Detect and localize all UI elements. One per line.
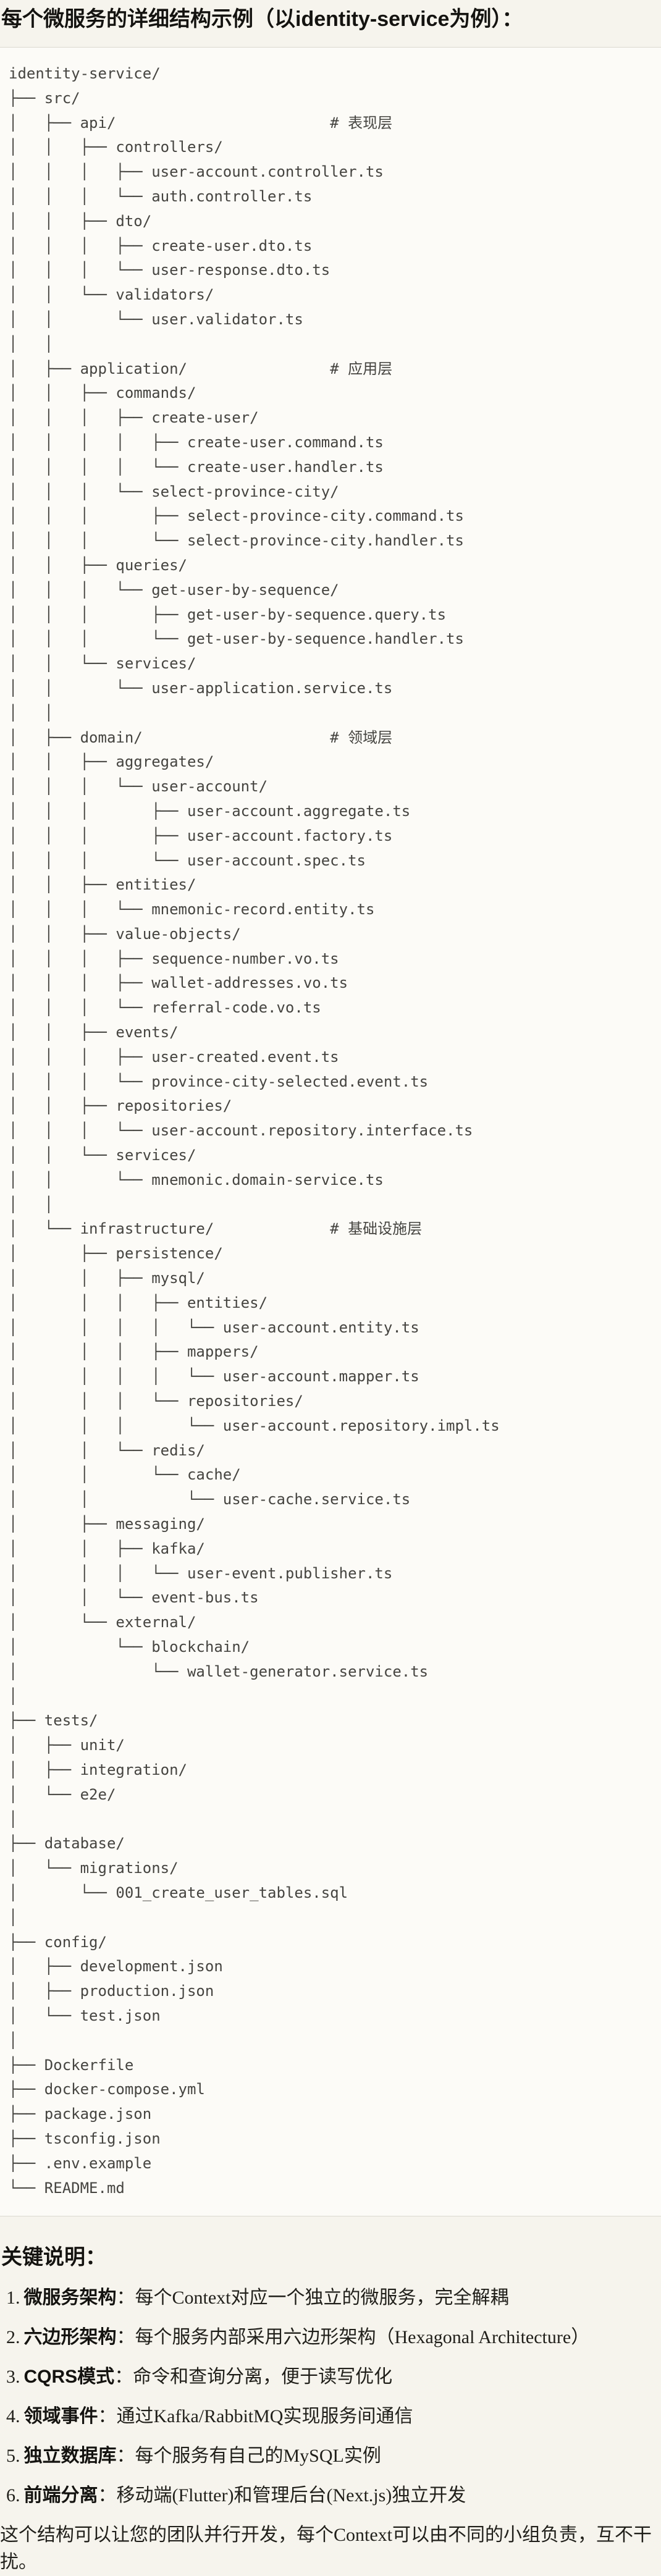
note-desc: ：命令和查询分离，便于读写优化 xyxy=(114,2367,393,2388)
note-number: 6. xyxy=(6,2485,20,2506)
key-note-item: 6.前端分离：移动端(Flutter)和管理后台(Next.js)独立开发 xyxy=(6,2482,661,2509)
page-title: 每个微服务的详细结构示例（以identity-service为例）： xyxy=(1,7,523,31)
key-note-item: 5.独立数据库：每个服务有自己的MySQL实例 xyxy=(6,2443,661,2470)
note-number: 5. xyxy=(6,2446,20,2467)
note-number: 1. xyxy=(6,2288,20,2309)
key-note-item: 1.微服务架构：每个Context对应一个独立的微服务，完全解耦 xyxy=(6,2284,661,2312)
note-desc: ：移动端(Flutter)和管理后台(Next.js)独立开发 xyxy=(98,2485,466,2506)
note-number: 3. xyxy=(6,2367,20,2388)
key-note-item: 4.领域事件：通过Kafka/RabbitMQ实现服务间通信 xyxy=(6,2403,661,2430)
notes-heading: 关键说明： xyxy=(1,2246,106,2270)
note-number: 2. xyxy=(6,2327,20,2348)
note-term: 前端分离 xyxy=(23,2485,98,2506)
note-term: 独立数据库 xyxy=(23,2446,117,2467)
note-term: CQRS模式 xyxy=(23,2367,115,2388)
note-number: 4. xyxy=(6,2406,20,2427)
note-term: 六边形架构 xyxy=(23,2327,117,2348)
key-notes-list: 1.微服务架构：每个Context对应一个独立的微服务，完全解耦 2.六边形架构… xyxy=(0,2284,661,2509)
note-term: 微服务架构 xyxy=(23,2288,117,2309)
note-desc: ：每个服务有自己的MySQL实例 xyxy=(116,2446,381,2467)
key-note-item: 2.六边形架构：每个服务内部采用六边形架构（Hexagonal Architec… xyxy=(6,2324,661,2351)
note-desc: ：通过Kafka/RabbitMQ实现服务间通信 xyxy=(98,2406,413,2427)
directory-tree: identity-service/ ├── src/ │ ├── api/ # … xyxy=(9,65,500,2197)
code-block: identity-service/ ├── src/ │ ├── api/ # … xyxy=(0,47,661,2217)
note-term: 领域事件 xyxy=(23,2406,98,2427)
closing-paragraph: 这个结构可以让您的团队并行开发，每个Context可以由不同的小组负责，互不干扰… xyxy=(0,2525,652,2573)
key-note-item: 3.CQRS模式：命令和查询分离，便于读写优化 xyxy=(6,2363,661,2391)
note-desc: ：每个Context对应一个独立的微服务，完全解耦 xyxy=(116,2288,509,2309)
note-desc: ：每个服务内部采用六边形架构（Hexagonal Architecture） xyxy=(116,2327,590,2348)
